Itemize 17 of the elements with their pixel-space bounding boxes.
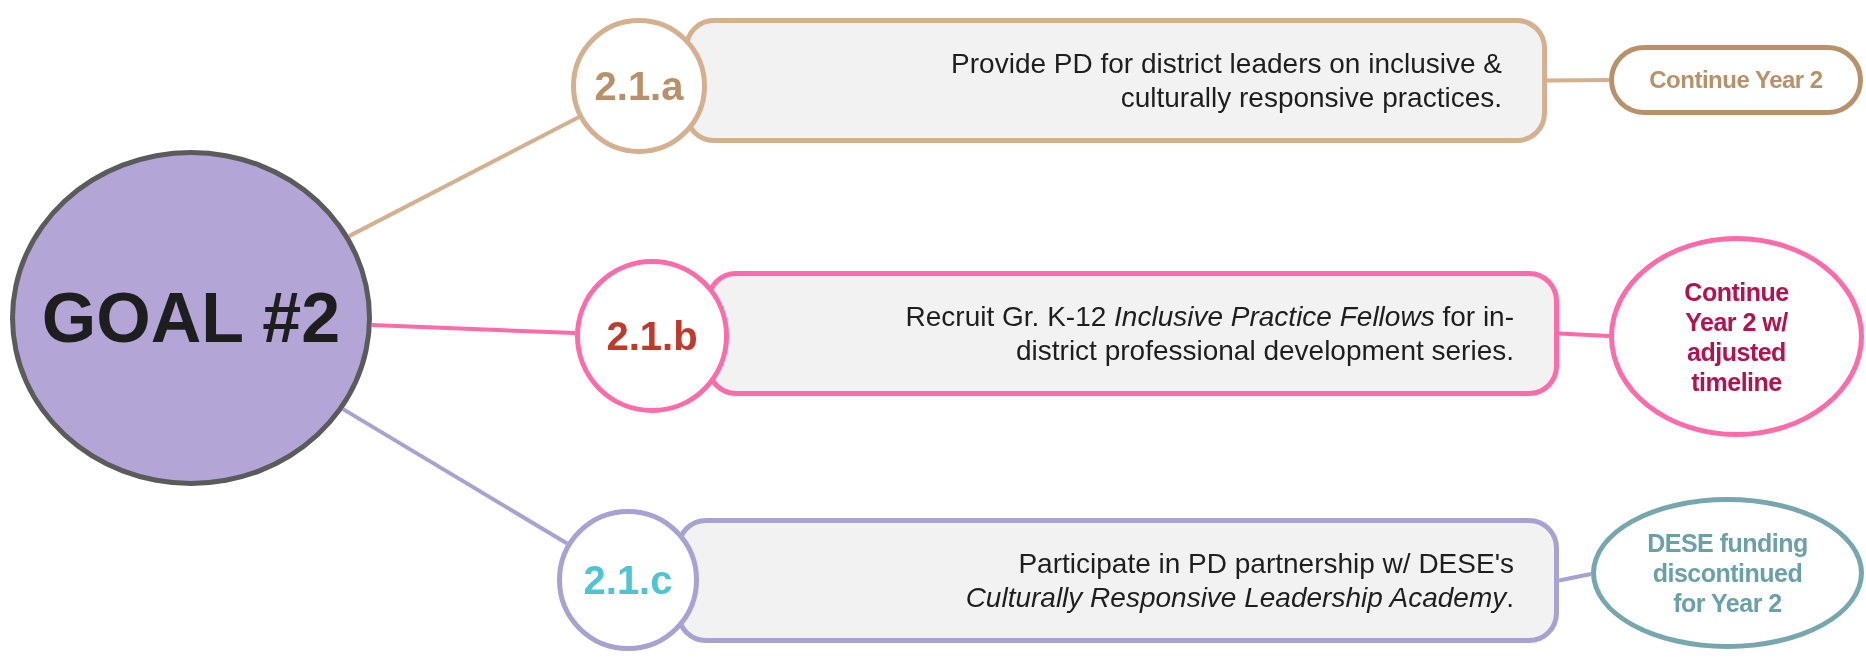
step-number: 2.1.b [606,313,698,360]
connector-line [342,407,569,546]
action-description: Provide PD for district leaders on inclusive & culturally responsive practices. [950,46,1502,115]
action-description: Participate in PD partnership w/ DESE's Culturally Responsive Leadership Academy. [964,546,1514,615]
connector-line [1547,78,1609,83]
action-description: Recruit Gr. K-12 Inclusive Practice Fellows for in-district professional development series. [904,299,1514,368]
status-label: Continue Year 2 w/ adjusted timeline [1683,276,1790,397]
action-pill [684,18,1547,143]
connector-line [1558,572,1592,583]
connector-line [348,115,580,238]
goal-label: GOAL #2 [41,278,341,359]
step-number: 2.1.c [583,557,673,604]
connector-line [1558,331,1610,339]
status-label: Continue Year 2 [1649,65,1823,95]
status-label: DESE funding discontinued for Year 2 [1646,528,1809,618]
step-number: 2.1.a [594,63,684,110]
connector-line [371,323,576,335]
